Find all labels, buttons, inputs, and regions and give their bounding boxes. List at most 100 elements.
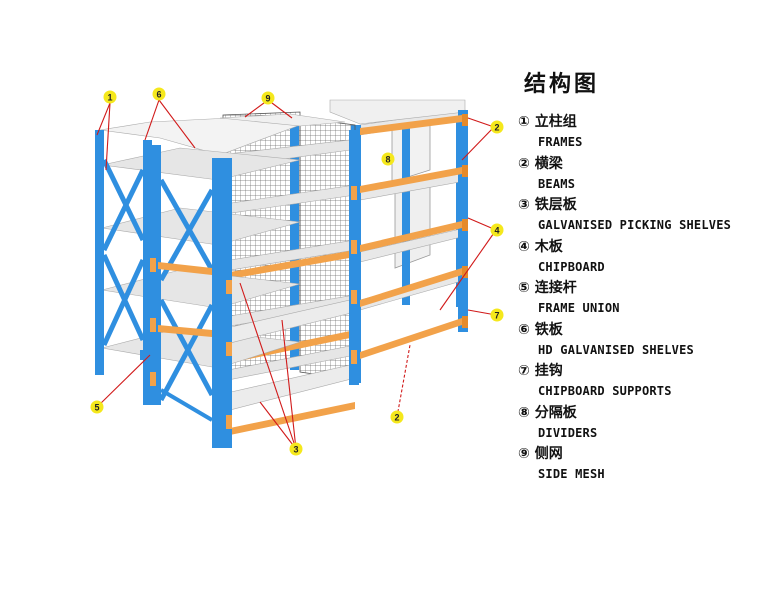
legend-marker: ⑨: [518, 446, 530, 462]
svg-text:6: 6: [156, 90, 161, 100]
callout-9: 9: [261, 91, 275, 105]
frame-brace: [158, 303, 215, 402]
svg-text:7: 7: [494, 311, 499, 321]
legend-cn-label: 木板: [534, 238, 563, 255]
frame-brace: [158, 178, 215, 272]
beam-connector: [351, 350, 357, 364]
legend-item-galvanised-picking-shelves: ③ 铁层板 GALVANISED PICKING SHELVES: [518, 195, 758, 237]
frame-brace: [101, 168, 146, 252]
top-shelf: [219, 113, 346, 127]
svg-text:3: 3: [293, 445, 298, 455]
callout-3: 3: [289, 442, 303, 456]
legend-cn-label: 立柱组: [534, 114, 577, 130]
legend-en-label: FRAMES: [538, 135, 583, 149]
legend-marker: ⑤: [518, 280, 530, 296]
upright: [152, 145, 161, 405]
callout-5: 5: [90, 400, 104, 414]
legend-marker: ②: [518, 155, 530, 172]
legend-cn-label: 铁板: [534, 321, 563, 338]
callout-4: 4: [490, 223, 504, 237]
beam: [360, 318, 462, 359]
legend-cn-label: 分隔板: [534, 404, 577, 421]
upright: [95, 130, 104, 375]
beam: [230, 330, 355, 363]
beam-connector: [150, 318, 156, 332]
legend-en-label: DIVIDERS: [538, 425, 598, 440]
legend-en-label: SIDE MESH: [538, 467, 605, 481]
beam: [158, 325, 212, 337]
legend-marker: ④: [518, 238, 530, 255]
svg-text:2: 2: [494, 123, 499, 133]
legend-cn-label: 铁层板: [534, 197, 577, 213]
svg-text:1: 1: [107, 93, 112, 103]
top-shelf: [329, 99, 466, 125]
legend-item-chipboard: ④ 木板 CHIPBOARD: [518, 237, 758, 279]
legend-cn-label: 连接杆: [534, 280, 577, 296]
legend-item-frame-union: ⑤ 连接杆 FRAME UNION: [518, 278, 758, 320]
callout-2-top: 2: [490, 120, 504, 134]
beam-connector: [462, 266, 468, 278]
legend-marker: ①: [518, 114, 530, 130]
beam-connector: [462, 114, 468, 126]
beam-connector: [462, 165, 468, 177]
legend-marker: ⑧: [518, 404, 530, 421]
callout-1: 1: [103, 90, 117, 104]
callout-7: 7: [490, 308, 504, 322]
beam-connector: [462, 316, 468, 328]
legend-en-label: CHIPBOARD SUPPORTS: [538, 384, 672, 398]
beam-connector: [226, 415, 232, 429]
beam: [360, 221, 462, 252]
beam: [360, 268, 462, 307]
legend-cn-label: 挂钩: [534, 363, 563, 379]
legend-marker: ③: [518, 197, 530, 213]
beam: [158, 262, 212, 275]
callout-2-bottom: 2: [390, 410, 404, 424]
legend-marker: ⑥: [518, 321, 530, 338]
legend-en-label: FRAME UNION: [538, 301, 620, 315]
frame-brace: [159, 388, 214, 422]
beam-connector: [351, 240, 357, 254]
leader-lines: [96, 99, 497, 450]
svg-text:9: 9: [265, 94, 270, 104]
legend-en-label: GALVANISED PICKING SHELVES: [538, 218, 732, 232]
legend-marker: ⑦: [518, 363, 530, 379]
upright: [212, 158, 222, 448]
legend-en-label: HD GALVANISED SHELVES: [538, 342, 694, 357]
upright: [402, 100, 410, 305]
upright: [222, 158, 232, 448]
upright: [290, 120, 299, 370]
frame-brace: [101, 158, 146, 242]
beam-connector: [150, 372, 156, 386]
callout-6: 6: [152, 87, 166, 101]
beam-connector: [351, 290, 357, 304]
beam: [230, 250, 355, 279]
front-bay: [95, 113, 359, 448]
beam-connector: [226, 342, 232, 356]
legend: 结构图 ① 立柱组 FRAMES ② 横梁 BEAMS ③ 铁层板 GALVAN…: [518, 66, 758, 486]
frame-union: [140, 350, 158, 360]
upright: [143, 140, 152, 405]
beam-connector: [150, 258, 156, 272]
legend-title: 结构图: [524, 72, 600, 97]
legend-en-label: BEAMS: [538, 176, 576, 191]
svg-text:4: 4: [494, 226, 499, 236]
legend-item-beams: ② 横梁 BEAMS: [518, 154, 758, 196]
svg-text:8: 8: [385, 155, 390, 165]
callout-8: 8: [381, 152, 395, 166]
legend-item-dividers: ⑧ 分隔板 DIVIDERS: [518, 403, 758, 445]
legend-item-chipboard-supports: ⑦ 挂钩 CHIPBOARD SUPPORTS: [518, 361, 758, 403]
upright: [349, 130, 359, 385]
legend-cn-label: 横梁: [534, 155, 563, 172]
beam: [360, 167, 462, 193]
beam-connector: [462, 219, 468, 231]
legend-cn-label: 侧网: [534, 446, 563, 462]
beam-connector: [226, 280, 232, 294]
legend-en-label: CHIPBOARD: [538, 259, 605, 274]
beam-connector: [351, 186, 357, 200]
legend-item-side-mesh: ⑨ 侧网 SIDE MESH: [518, 444, 758, 486]
svg-text:5: 5: [94, 403, 99, 413]
legend-item-hd-galvanised-shelves: ⑥ 铁板 HD GALVANISED SHELVES: [518, 320, 758, 362]
svg-text:2: 2: [394, 413, 399, 423]
legend-item-frames: ① 立柱组 FRAMES: [518, 112, 758, 154]
